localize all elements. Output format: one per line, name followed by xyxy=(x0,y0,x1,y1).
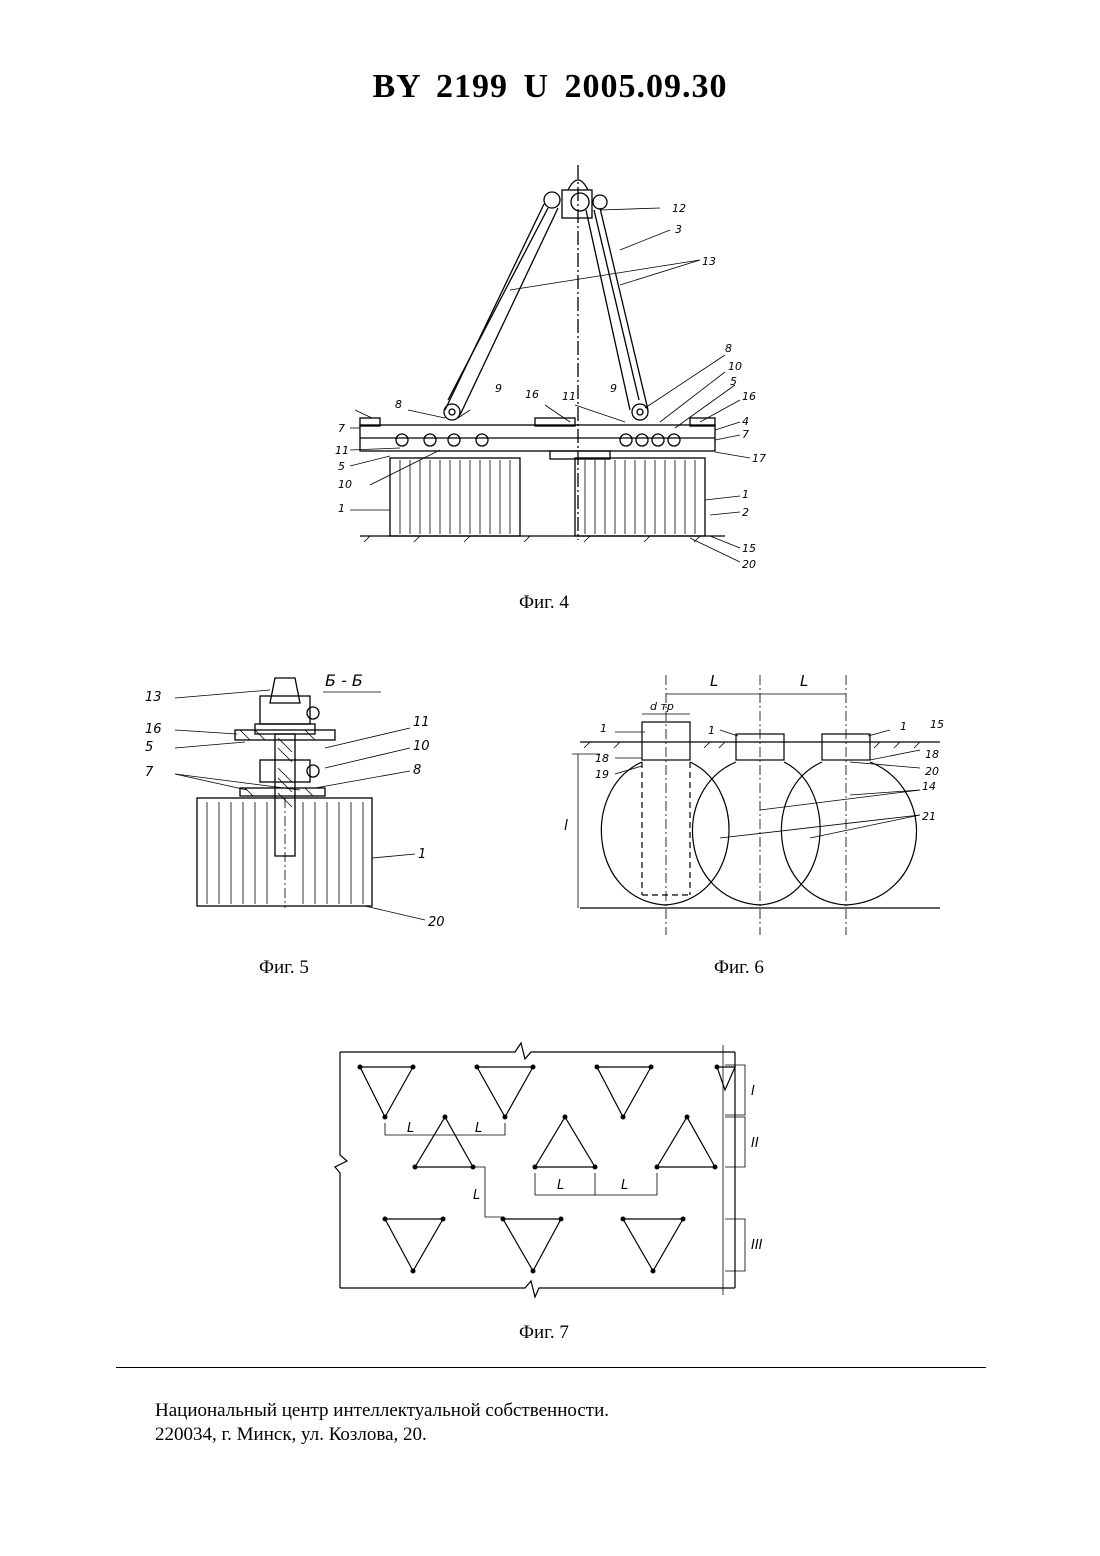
fig4-label: 15 xyxy=(742,542,756,555)
figure-4-caption: Фиг. 4 xyxy=(519,592,569,614)
fig4-label: 12 xyxy=(672,202,686,215)
fig6-label: L xyxy=(800,672,808,690)
fig4-label: 3 xyxy=(675,223,682,236)
fig4-label: 5 xyxy=(338,460,345,473)
fig5-label: 16 xyxy=(145,722,162,737)
fig5-label: 10 xyxy=(413,739,430,754)
fig6-label: 18 xyxy=(925,748,939,761)
fig6-label: l xyxy=(564,818,568,834)
fig4-label: 5 xyxy=(730,375,737,388)
figure-6-caption: Фиг. 6 xyxy=(714,957,764,979)
fig5-label: 7 xyxy=(145,765,154,780)
fig4-label: 7 xyxy=(338,422,345,435)
fig4-label: 16 xyxy=(525,388,539,401)
fig4-label: 10 xyxy=(728,360,742,373)
fig7-label: III xyxy=(751,1238,763,1253)
fig4-label: 9 xyxy=(495,382,502,395)
fig4-label: 8 xyxy=(395,398,402,411)
fig6-label: 15 xyxy=(930,718,944,731)
document-header: BY 2199 U 2005.09.30 xyxy=(0,68,1100,106)
fig6-label: 21 xyxy=(922,810,936,823)
footer-line-1: Национальный центр интеллектуальной собс… xyxy=(155,1400,609,1422)
fig4-label: 13 xyxy=(702,255,716,268)
fig5-label: 13 xyxy=(145,690,162,705)
fig6-label: 1 xyxy=(708,724,715,737)
fig4-label: 11 xyxy=(335,444,349,457)
fig4-label: 1 xyxy=(742,488,749,501)
fig4-label: 11 xyxy=(562,390,576,403)
fig6-label: d тр xyxy=(650,700,674,713)
fig7-label: II xyxy=(751,1136,759,1151)
fig7-label: L xyxy=(557,1178,564,1193)
fig4-label: 1 xyxy=(338,502,345,515)
figure-7-caption: Фиг. 7 xyxy=(519,1322,569,1344)
fig6-label: 1 xyxy=(600,722,607,735)
fig6-label: 18 xyxy=(595,752,609,765)
fig6-label: 20 xyxy=(925,765,939,778)
footer-line-2: 220034, г. Минск, ул. Козлова, 20. xyxy=(155,1424,427,1446)
figure-4-drawing: 12 3 13 8 10 5 16 4 7 17 1 2 15 20 9 11 … xyxy=(330,160,780,580)
fig4-label: 17 xyxy=(752,452,766,465)
fig6-label: 14 xyxy=(922,780,936,793)
fig6-label: 1 xyxy=(900,720,907,733)
fig7-label: L xyxy=(473,1188,480,1203)
fig4-label: 20 xyxy=(742,558,756,571)
fig5-label: 8 xyxy=(413,763,421,778)
footer-divider xyxy=(116,1367,986,1368)
fig7-label: L xyxy=(475,1121,482,1136)
fig7-label: L xyxy=(407,1121,414,1136)
fig6-label: L xyxy=(710,672,718,690)
fig7-label: L xyxy=(621,1178,628,1193)
fig4-label: 9 xyxy=(610,382,617,395)
fig5-label: 11 xyxy=(413,715,430,730)
fig5-label: 1 xyxy=(418,847,426,862)
fig6-label: 19 xyxy=(595,768,609,781)
fig4-label: 10 xyxy=(338,478,352,491)
fig4-label: 4 xyxy=(742,415,749,428)
fig5-label: 5 xyxy=(145,740,153,755)
figure-6-drawing: L L d тр 1 1 1 15 18 18 19 20 14 21 xyxy=(560,670,970,940)
figure-7-drawing: L L L L L I II III xyxy=(325,1035,775,1300)
fig4-label: 8 xyxy=(725,342,732,355)
figure-5-drawing: Б - Б 13 16 5 7 11 10 8 1 20 xyxy=(135,668,475,943)
section-label: Б - Б xyxy=(325,671,363,690)
fig4-label: 7 xyxy=(742,428,749,441)
figure-5-caption: Фиг. 5 xyxy=(259,957,309,979)
fig5-label: 20 xyxy=(428,915,445,930)
fig4-label: 16 xyxy=(742,390,756,403)
fig4-label: 2 xyxy=(742,506,749,519)
fig7-label: I xyxy=(751,1084,755,1099)
